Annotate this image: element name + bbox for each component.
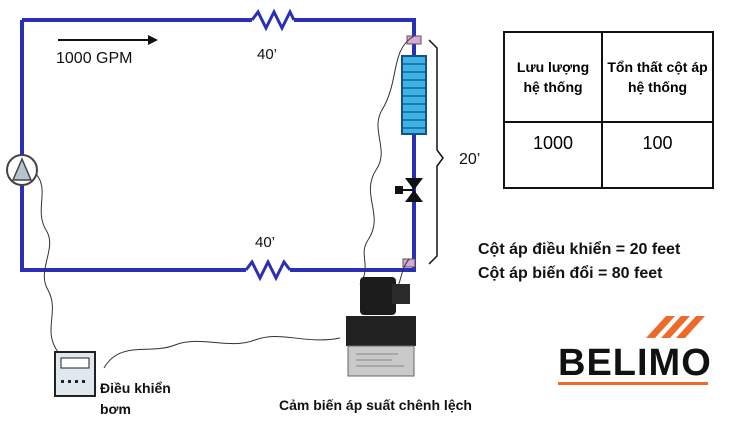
table-header-row: Lưu lượng hệ thống Tổn thất cột áp hệ th… xyxy=(502,31,714,123)
logo-accent-icon xyxy=(646,316,705,338)
control-valve-icon xyxy=(395,178,423,202)
differential-pressure-sensor-icon xyxy=(346,277,416,377)
sensor-wires xyxy=(35,35,415,369)
table-cell: 1000 xyxy=(502,121,604,189)
flow-arrow xyxy=(58,35,158,45)
variable-head-text: Cột áp biến đổi = 80 feet xyxy=(478,265,663,282)
pipe-loop xyxy=(20,18,416,272)
pipe-length-top-label: 40’ xyxy=(257,46,278,63)
flow-rate-label: 1000 GPM xyxy=(56,50,133,67)
table-header-cell: Tổn thất cột áp hệ thống xyxy=(601,31,714,123)
table-cell: 100 xyxy=(601,121,714,189)
head-summary: Cột áp điều khiển = 20 feet Cột áp biến … xyxy=(478,238,680,286)
pump-icon xyxy=(6,154,38,186)
pipe-resistance-bottom xyxy=(244,258,292,282)
height-bracket xyxy=(428,39,444,265)
pipe-resistance-top xyxy=(250,8,296,32)
belimo-logo: BELIMO xyxy=(558,316,718,388)
pump-controller-label: Điều khiển bơm xyxy=(100,380,171,417)
pipe-length-bottom-label: 40’ xyxy=(255,234,276,251)
control-head-text: Cột áp điều khiển = 20 feet xyxy=(478,241,681,258)
height-label: 20’ xyxy=(459,151,481,168)
table-row: 1000 100 xyxy=(502,121,714,189)
logo-underline xyxy=(558,382,708,385)
system-data-table: Lưu lượng hệ thống Tổn thất cột áp hệ th… xyxy=(502,31,714,189)
table-header-cell: Lưu lượng hệ thống xyxy=(502,31,604,123)
sensor-label: Cảm biến áp suất chênh lệch xyxy=(279,397,472,413)
pump-controller-icon xyxy=(54,351,96,397)
logo-wordmark: BELIMO xyxy=(558,342,712,384)
coil-icon xyxy=(401,55,427,135)
